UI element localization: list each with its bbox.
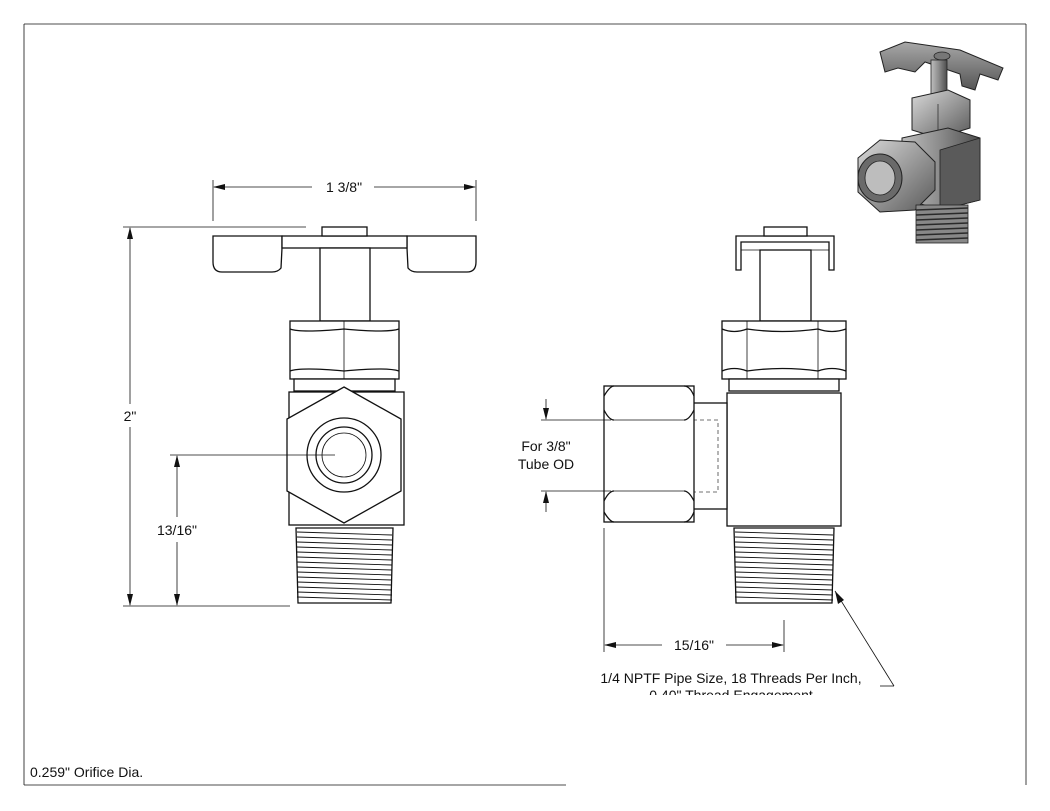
orifice-note: 0.259" Orifice Dia.	[30, 764, 143, 780]
thread-line	[296, 541, 393, 546]
side-view	[603, 226, 847, 604]
thread-line	[296, 571, 393, 576]
thread-note-line1: 1/4 NPTF Pipe Size, 18 Threads Per Inch,	[600, 670, 861, 686]
front-handle	[212, 226, 477, 322]
dim-tube-od-label-line1: For 3/8"	[521, 438, 570, 454]
thread-line	[296, 536, 393, 541]
side-compression-nut	[603, 385, 695, 523]
thread-note-line2: 0.40" Thread Engagement	[649, 687, 813, 703]
thread-line	[734, 581, 834, 586]
thread-line	[734, 586, 834, 591]
front-pipe-thread	[295, 527, 394, 604]
thread-line	[734, 551, 834, 556]
thread-line	[734, 566, 834, 571]
thread-line	[734, 546, 834, 551]
thread-note-leader	[834, 590, 895, 687]
thread-line	[734, 571, 834, 576]
dim-side-depth: 15/16"	[603, 528, 785, 653]
side-handle	[735, 226, 835, 322]
dim-side-depth-label: 15/16"	[674, 637, 714, 653]
thread-line	[296, 586, 393, 591]
dim-overall-width: 1 3/8"	[212, 179, 477, 221]
front-body	[286, 386, 405, 526]
dim-outlet-height-label: 13/16"	[157, 522, 197, 538]
thread-line	[734, 536, 834, 541]
thread-line	[296, 591, 393, 596]
dim-tube-od-label-line2: Tube OD	[518, 456, 574, 472]
dim-overall-width-label: 1 3/8"	[326, 179, 362, 195]
thread-line	[296, 576, 393, 581]
isometric-valve-render	[857, 41, 1004, 244]
thread-line	[296, 561, 393, 566]
dim-tube-od: For 3/8" Tube OD	[518, 399, 611, 512]
thread-note: 1/4 NPTF Pipe Size, 18 Threads Per Inch,…	[600, 670, 861, 703]
front-packing-nut	[289, 320, 400, 392]
thread-line	[734, 591, 834, 596]
thread-line	[296, 546, 393, 551]
thread-line	[296, 551, 393, 556]
front-view	[212, 226, 477, 604]
thread-line	[296, 566, 393, 571]
thread-line	[296, 581, 393, 586]
thread-line	[296, 596, 393, 601]
thread-line	[734, 561, 834, 566]
thread-line	[734, 556, 834, 561]
dim-overall-height: 2"	[123, 226, 306, 607]
thread-line	[734, 596, 834, 601]
dim-overall-height-label: 2"	[124, 408, 137, 424]
side-pipe-thread	[733, 527, 835, 604]
side-body	[692, 392, 842, 527]
thread-line	[734, 541, 834, 546]
dim-outlet-height: 13/16"	[157, 454, 335, 606]
thread-line	[296, 531, 393, 536]
thread-line	[734, 531, 834, 536]
side-packing-nut	[721, 320, 847, 392]
sheet-border	[23, 23, 1027, 786]
thread-line	[734, 576, 834, 581]
thread-line	[296, 556, 393, 561]
